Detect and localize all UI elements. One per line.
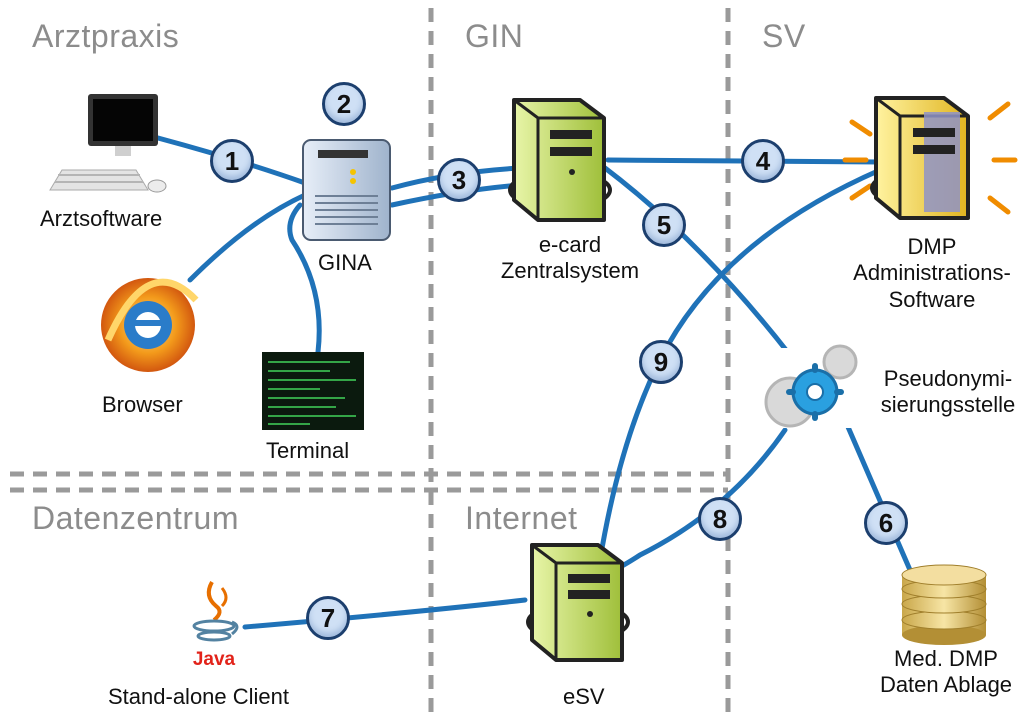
zone-internet: Internet [465, 500, 578, 536]
label-pseudo-line1: Pseudonymi- [883, 366, 1013, 391]
database-icon [901, 564, 987, 645]
link-browser-gina [187, 192, 308, 283]
terminal-icon [262, 352, 364, 430]
ecard-server-icon [508, 98, 612, 222]
link-ecard-pseudo [602, 165, 793, 358]
zone-gin: GIN [465, 18, 524, 54]
zone-dividers [10, 8, 731, 713]
link-client-esv [242, 597, 528, 630]
gears-icon [764, 344, 860, 428]
label-esv: eSV [563, 684, 605, 709]
java-logo-text: Java [193, 649, 236, 670]
gina-icon [302, 139, 391, 241]
link-terminal-gina [287, 202, 322, 355]
step-badge-7: 7 [306, 596, 350, 640]
label-ecard: e-card Zentralsystem [490, 232, 650, 285]
label-ablage: Med. DMP Daten Ablage [866, 646, 1026, 699]
label-stand-alone-client: Stand-alone Client [108, 684, 290, 709]
browser-logo-icon [101, 278, 199, 372]
zone-sv: SV [762, 18, 806, 54]
java-logo-icon: Java [192, 581, 239, 670]
step-badge-9: 9 [639, 340, 683, 384]
label-terminal: Terminal [266, 438, 350, 463]
esv-server-icon [526, 543, 630, 662]
label-dmp-line1: DMP [907, 234, 957, 259]
label-dmp-line3: Software [888, 286, 976, 312]
step-badge-8: 8 [698, 497, 742, 541]
label-ecard-line2: Zentralsystem [500, 258, 640, 284]
label-ablage-line1: Med. DMP [894, 646, 998, 671]
label-pseudonymisierung: Pseudonymi- sierungsstelle [868, 366, 1028, 419]
label-ecard-line1: e-card [538, 232, 602, 257]
link-pseudo-ablage [842, 417, 913, 573]
zone-arztpraxis: Arztpraxis [32, 18, 180, 54]
label-dmp-line2: Administrations- [853, 260, 1011, 286]
computer-icon [49, 94, 167, 193]
step-badge-3: 3 [437, 158, 481, 202]
label-pseudo-line2: sierungsstelle [880, 392, 1016, 418]
label-dmp: DMP Administrations- Software [852, 234, 1012, 313]
dmp-server-icon [842, 96, 1018, 220]
step-badge-2: 2 [322, 82, 366, 126]
step-badge-6: 6 [864, 501, 908, 545]
label-arztsoftware: Arztsoftware [40, 206, 163, 231]
step-badge-5: 5 [642, 203, 686, 247]
zone-datenzentrum: Datenzentrum [32, 500, 239, 536]
step-badge-1: 1 [210, 139, 254, 183]
label-gina: GINA [318, 250, 372, 275]
link-pseudo-esv [607, 427, 788, 575]
step-badge-4: 4 [741, 139, 785, 183]
label-browser: Browser [102, 392, 183, 417]
label-ablage-line2: Daten Ablage [879, 672, 1013, 698]
